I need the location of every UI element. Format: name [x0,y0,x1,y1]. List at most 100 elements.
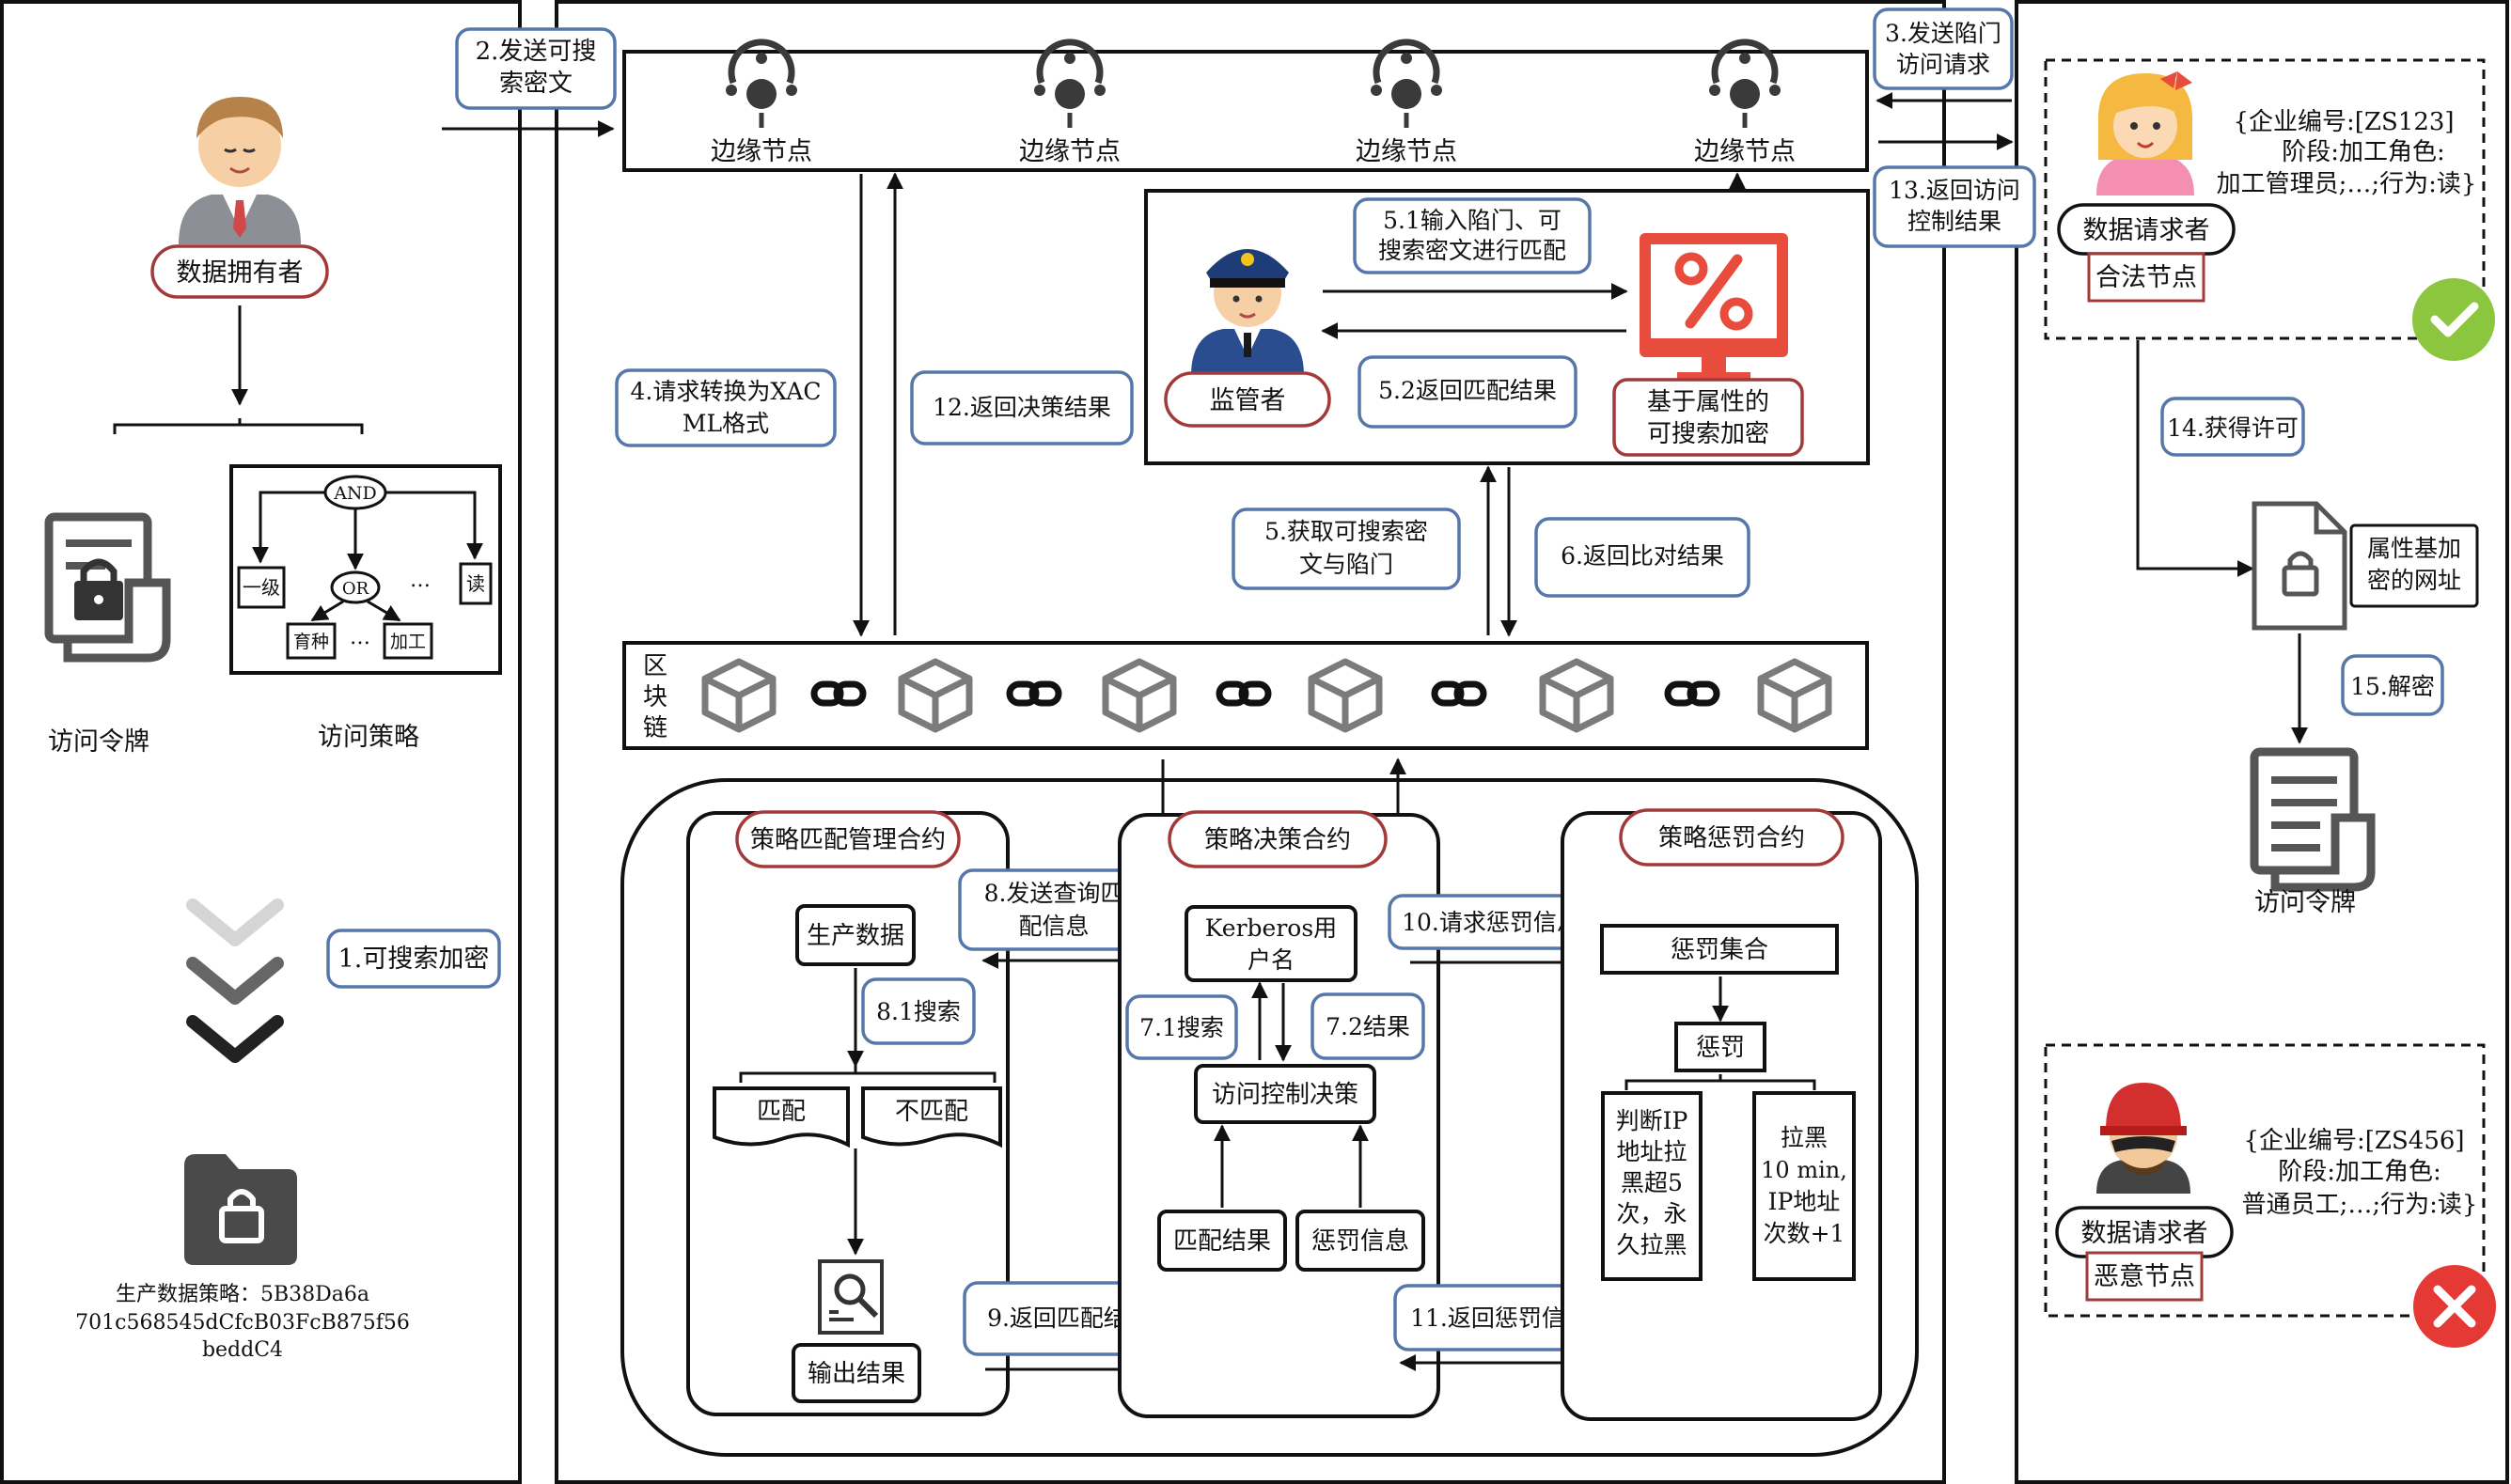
step3-line2: 访问请求 [1896,51,1990,78]
step11-label: 11.返回惩罚信息 [1410,1304,1589,1332]
penalty-title-box [1619,808,1844,867]
match-title: 策略匹配管理合约 [750,826,946,854]
step14-box [2160,397,2305,457]
prod-policy-line3: beddC4 [202,1338,283,1362]
legal-node-label: 合法节点 [2095,263,2197,292]
malicious-requester-avatar [2096,1083,2190,1194]
blockchain-label-1: 区 [643,652,667,680]
match-title-box [735,810,961,868]
legal-requester-avatar [2096,71,2194,195]
svg-text:拉黑: 拉黑 [1781,1124,1828,1151]
green-check-icon [2412,278,2495,361]
svg-text:次数+1: 次数+1 [1764,1220,1845,1247]
edge-node-label: 边缘节点 [1356,137,1457,166]
svg-text:判断IP: 判断IP [1616,1107,1688,1134]
step2-line1: 2.发送可搜 [476,38,597,66]
match-result-box [1157,1210,1287,1272]
edge-node-4: 边缘节点 [1694,39,1796,166]
svg-text:一级: 一级 [243,576,280,599]
file-label-box [2349,523,2479,608]
owner-label-box [150,244,329,299]
penalty: 惩罚 [1696,1034,1745,1062]
step1-box [326,929,501,989]
svg-text:OR: OR [342,579,369,599]
step4-line2: ML格式 [683,410,769,437]
prod-data-box [795,904,916,966]
block-cube-icon [1539,658,1614,733]
left-rule-box [1601,1091,1703,1281]
encrypted-file-icon [2252,501,2347,631]
step72-box [1310,992,1425,1060]
data-owner-avatar [179,97,301,244]
svg-text:10 min,: 10 min, [1761,1157,1847,1183]
abe-line1: 基于属性的 [1647,388,1769,416]
legal-node-dashed-box [2044,58,2486,340]
svg-text:AND: AND [333,483,377,504]
step51-box [1353,197,1592,274]
legal-attr-3: 加工管理员;…;行为:读} [2217,170,2477,198]
step5-line1: 5.获取可搜索密 [1264,518,1428,545]
mal-attr-3: 普通员工;…;行为:读} [2242,1191,2478,1219]
step13-line2: 控制结果 [1907,208,2001,235]
blockchain-label-3: 链 [643,714,667,742]
block-cube-icon [1757,658,1832,733]
block-cube-icon [1102,658,1177,733]
svg-text:读: 读 [466,572,485,595]
step8-line2: 配信息 [1018,913,1089,940]
step71-label: 7.1搜索 [1139,1014,1224,1041]
malicious-node-label-box [2085,1251,2204,1302]
svg-text:IP地址: IP地址 [1768,1188,1841,1215]
step81-box [861,977,976,1045]
penalty-title: 策略惩罚合约 [1658,824,1805,852]
malicious-node-label: 恶意节点 [2094,1262,2195,1291]
prod-data: 生产数据 [807,922,904,950]
down-chevrons-icon [186,898,284,1063]
file-line1: 属性基加 [2367,535,2461,562]
step14-label: 14.获得许可 [2167,414,2299,442]
policy-tree: AND OR 一级 读 … 育种 加工 … [237,475,493,660]
kerberos-box [1185,905,1358,982]
svg-text:育种: 育种 [293,632,329,652]
supervisor-avatar [1191,249,1304,376]
block-cube-icon [898,658,973,733]
prod-policy-line2: 701c568545dCfcB03FcB875f56 [75,1311,410,1335]
step5-line2: 文与陷门 [1299,551,1393,578]
edge-node-icon [726,39,797,128]
penalty-set: 惩罚集合 [1671,936,1768,964]
chain-link-icon [1006,680,1062,707]
step52-box [1358,355,1577,429]
output-label: 输出结果 [808,1360,905,1388]
mal-attr-2: 阶段:加工角色: [2278,1158,2441,1186]
svg-text:地址拉: 地址拉 [1616,1138,1687,1165]
red-cross-icon [2413,1265,2496,1348]
access-token-icon-right [2250,747,2376,892]
abe-label-box [1612,378,1804,457]
step6-box [1534,517,1750,598]
locked-folder-icon [184,1154,297,1265]
step71-box [1125,994,1238,1060]
step72-label: 7.2结果 [1326,1013,1410,1040]
step4-line1: 4.请求转换为XAC [631,378,822,405]
token-label-right: 访问令牌 [2254,888,2356,917]
match-label: 匹配 [757,1098,806,1126]
abe-line2: 可搜索加密 [1647,420,1769,448]
step2-line2: 索密文 [499,70,573,98]
step8-line1: 8.发送查询匹 [984,880,1124,907]
svg-text:黑超5: 黑超5 [1621,1169,1683,1196]
search-document-icon [818,1259,884,1335]
step81-label: 8.1搜索 [876,998,961,1025]
edge-node-bar [622,50,1869,172]
kerberos-line2: 户名 [1248,946,1295,974]
output-box [792,1343,921,1403]
legal-requester-label: 数据请求者 [2083,216,2210,245]
step10-label: 10.请求惩罚信息 [1402,909,1580,936]
step52-label: 5.2返回匹配结果 [1378,377,1557,404]
block-cube-icon [1308,658,1383,733]
blockchain-bar [622,641,1869,750]
legal-node-label-box [2087,252,2205,303]
svg-text:加工: 加工 [390,632,426,652]
match-doc [713,1086,850,1148]
supervisor-label-box [1164,371,1331,428]
svg-text:次，永: 次，永 [1616,1200,1687,1227]
owner-label: 数据拥有者 [177,258,304,288]
